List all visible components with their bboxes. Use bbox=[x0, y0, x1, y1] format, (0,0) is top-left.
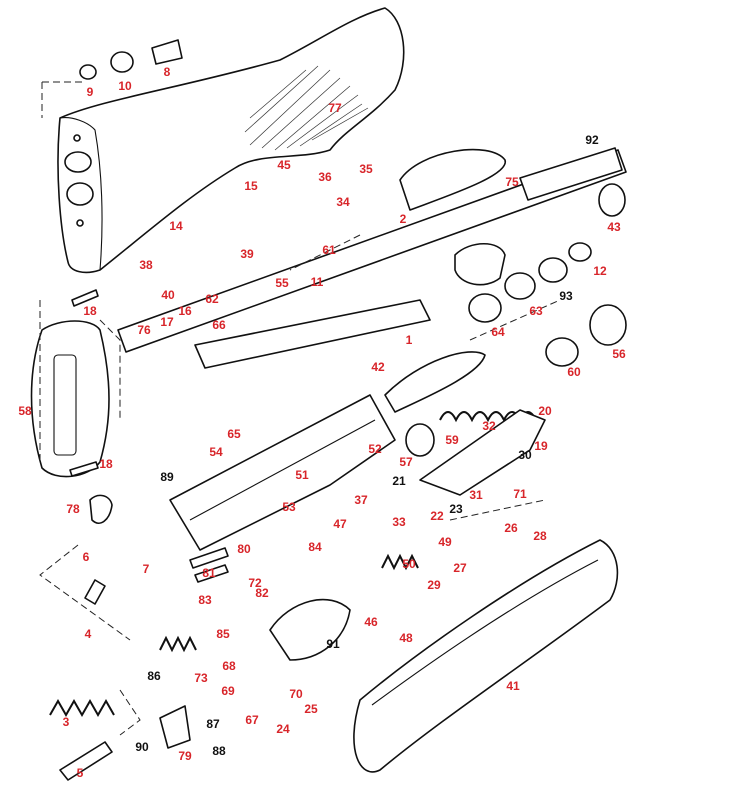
callout-label: 50 bbox=[402, 557, 416, 571]
callout-label: 56 bbox=[612, 347, 626, 361]
callout-label: 83 bbox=[198, 593, 212, 607]
callout-label: 87 bbox=[206, 717, 220, 731]
receiver bbox=[169, 394, 396, 551]
callout-label: 29 bbox=[427, 578, 441, 592]
callout-label: 2 bbox=[399, 212, 407, 226]
callout-label: 61 bbox=[322, 243, 336, 257]
callout-label: 33 bbox=[392, 515, 406, 529]
callout-label: 39 bbox=[240, 247, 254, 261]
callout-label: 18 bbox=[83, 304, 97, 318]
callout-label: 30 bbox=[518, 448, 532, 462]
callout-label: 79 bbox=[178, 749, 192, 763]
callout-label: 26 bbox=[504, 521, 518, 535]
callout-label: 21 bbox=[392, 474, 406, 488]
callout-label: 93 bbox=[559, 289, 573, 303]
callout-label: 55 bbox=[275, 276, 289, 290]
callout-label: 40 bbox=[161, 288, 175, 302]
callout-label: 22 bbox=[430, 509, 444, 523]
callout-label: 81 bbox=[202, 566, 216, 580]
callout-label: 78 bbox=[66, 502, 80, 516]
fore-end bbox=[353, 539, 619, 773]
callout-label: 18 bbox=[99, 457, 113, 471]
callout-label: 59 bbox=[445, 433, 459, 447]
callout-label: 19 bbox=[534, 439, 548, 453]
callout-label: 58 bbox=[18, 404, 32, 418]
callout-label: 38 bbox=[139, 258, 153, 272]
callout-label: 1 bbox=[405, 333, 413, 347]
callout-label: 72 bbox=[248, 576, 262, 590]
barrel bbox=[117, 149, 627, 353]
callout-label: 35 bbox=[359, 162, 373, 176]
callout-label: 57 bbox=[399, 455, 413, 469]
callout-label: 46 bbox=[364, 615, 378, 629]
callout-label: 14 bbox=[169, 219, 183, 233]
callout-label: 86 bbox=[147, 669, 161, 683]
callout-label: 67 bbox=[245, 713, 259, 727]
callout-label: 15 bbox=[244, 179, 258, 193]
callout-label: 27 bbox=[453, 561, 467, 575]
callout-label: 68 bbox=[222, 659, 236, 673]
callout-label: 90 bbox=[135, 740, 149, 754]
callout-label: 92 bbox=[585, 133, 599, 147]
callout-label: 24 bbox=[276, 722, 290, 736]
callout-label: 80 bbox=[237, 542, 251, 556]
callout-label: 9 bbox=[86, 85, 94, 99]
callout-label: 28 bbox=[533, 529, 547, 543]
callout-label: 53 bbox=[282, 500, 296, 514]
callout-label: 43 bbox=[607, 220, 621, 234]
stock bbox=[57, 7, 405, 274]
callout-label: 64 bbox=[491, 325, 505, 339]
callout-label: 63 bbox=[529, 304, 543, 318]
callout-label: 89 bbox=[160, 470, 174, 484]
callout-label: 69 bbox=[221, 684, 235, 698]
callout-label: 31 bbox=[469, 488, 483, 502]
callout-label: 25 bbox=[304, 702, 318, 716]
callout-label: 82 bbox=[255, 586, 269, 600]
callout-label: 51 bbox=[295, 468, 309, 482]
callout-label: 47 bbox=[333, 517, 347, 531]
callout-label: 52 bbox=[368, 442, 382, 456]
callout-label: 37 bbox=[354, 493, 368, 507]
callout-label: 76 bbox=[137, 323, 151, 337]
callout-label: 91 bbox=[326, 637, 340, 651]
callout-label: 11 bbox=[310, 275, 324, 289]
callout-label: 71 bbox=[513, 487, 527, 501]
callout-label: 34 bbox=[336, 195, 350, 209]
callout-label: 20 bbox=[538, 404, 552, 418]
callout-label: 32 bbox=[482, 419, 496, 433]
callout-label: 42 bbox=[371, 360, 385, 374]
callout-label: 77 bbox=[328, 101, 342, 115]
callout-label: 54 bbox=[209, 445, 223, 459]
callout-label: 4 bbox=[84, 627, 92, 641]
callout-label: 66 bbox=[212, 318, 226, 332]
callout-label: 84 bbox=[308, 540, 322, 554]
callout-label: 16 bbox=[178, 304, 192, 318]
callout-label: 73 bbox=[194, 671, 208, 685]
callout-label: 17 bbox=[160, 315, 174, 329]
callout-label: 36 bbox=[318, 170, 332, 184]
callout-label: 8 bbox=[163, 65, 171, 79]
callout-label: 85 bbox=[216, 627, 230, 641]
callout-label: 49 bbox=[438, 535, 452, 549]
callout-label: 48 bbox=[399, 631, 413, 645]
callout-label: 70 bbox=[289, 687, 303, 701]
callout-label: 41 bbox=[506, 679, 520, 693]
callout-label: 7 bbox=[142, 562, 150, 576]
callout-label: 10 bbox=[118, 79, 132, 93]
callout-label: 75 bbox=[505, 175, 519, 189]
callout-label: 6 bbox=[82, 550, 90, 564]
callout-label: 60 bbox=[567, 365, 581, 379]
callout-label: 23 bbox=[449, 502, 463, 516]
callout-label: 12 bbox=[593, 264, 607, 278]
callout-label: 3 bbox=[62, 715, 70, 729]
callout-label: 45 bbox=[277, 158, 291, 172]
callout-label: 65 bbox=[227, 427, 241, 441]
callout-label: 88 bbox=[212, 744, 226, 758]
callout-label: 5 bbox=[76, 766, 84, 780]
butt-pad bbox=[30, 320, 110, 478]
callout-label: 62 bbox=[205, 292, 219, 306]
